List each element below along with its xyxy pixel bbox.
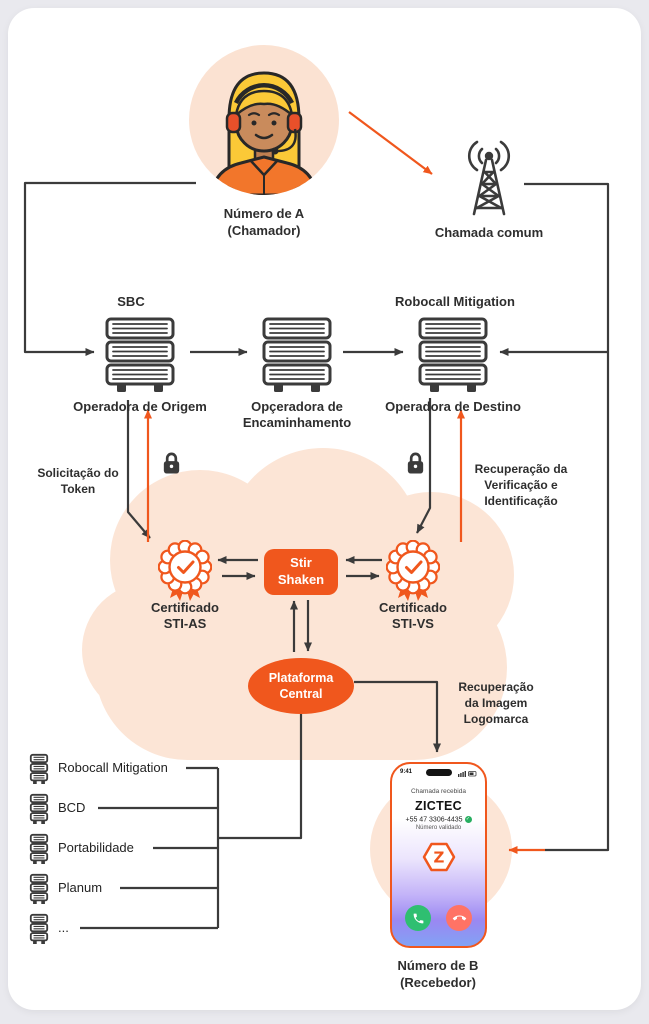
validated-number-text: Número validado [415,825,462,832]
token-request-label: Solicitação do Token [37,466,119,496]
service-item-more: ... [58,920,69,935]
service-server-icon [29,793,49,824]
caller-name: Número de A [223,206,305,221]
phone-notch [425,769,452,776]
verification-label: Recuperação da Verificação e Identificaç… [474,462,568,508]
origin-server-icon [105,317,175,392]
zictec-hexagon-logo: Z [422,843,455,872]
caller-id-brand: ZICTEC [415,799,462,813]
service-server-icon [29,913,49,944]
caller-role: (Chamador) [227,223,301,238]
decline-call-button [446,905,472,932]
forwarding-operator-label: Opçeradora de Encaminhamento [242,399,352,431]
phone-decline-icon [452,915,466,921]
caller-avatar [189,45,339,195]
receiver-name: Número de B [397,958,479,973]
caller-id-number: +55 47 3306-4435✓ [405,816,472,824]
origin-operator-label: Operadora de Origem [73,399,207,414]
phone-signal-battery-icons [458,771,477,777]
common-call-label: Chamada comum [434,225,544,240]
receiver-phone: 9:41 Chamada recebida ZICTEC +55 47 3306… [390,762,487,948]
receiver-role: (Recebedor) [400,975,476,990]
destination-operator-label: Operadora de Destino [385,399,521,414]
robocall-mitigation-label: Robocall Mitigation [395,294,515,309]
sbc-label: SBC [117,294,145,309]
lock-icon [407,452,424,474]
phone-time: 9:41 [400,769,413,775]
service-item-robocall: Robocall Mitigation [58,760,168,775]
service-item-portabilidade: Portabilidade [58,840,134,855]
antenna-icon [467,140,511,216]
accept-call-button [405,905,431,932]
validated-check-icon: ✓ [464,816,472,823]
phone-status-bar: 9:41 [392,768,485,780]
service-server-icon [29,833,49,864]
brand-logo: Z [392,840,485,879]
certificate-sti-vs-badge [386,540,440,601]
certificate-sti-as-label: Certificado STI-AS [151,600,219,632]
destination-server-icon [418,317,488,392]
phone-accept-icon [413,913,423,924]
certificate-sti-vs-label: Certificado STI-VS [379,600,447,632]
service-item-planum: Planum [58,880,103,895]
service-server-icon [29,753,49,784]
logo-recovery-label: Recuperação da Imagem Logomarca [458,680,534,726]
call-action-buttons [392,905,485,932]
lock-icon [163,452,180,474]
incoming-call-text: Chamada recebida [411,788,466,795]
headset-agent-illustration [209,71,319,195]
forwarding-server-icon [262,317,332,392]
central-platform-label: Plataforma Central [268,670,334,701]
central-platform-node: Plataforma Central [248,658,354,714]
service-item-bcd: BCD [58,800,86,815]
service-server-icon [29,873,49,904]
svg-text:Z: Z [433,849,444,867]
certificate-sti-as-badge [158,540,212,601]
stir-shaken-node: Stir Shaken [264,549,338,595]
stir-shaken-label: Stir Shaken [277,555,325,587]
